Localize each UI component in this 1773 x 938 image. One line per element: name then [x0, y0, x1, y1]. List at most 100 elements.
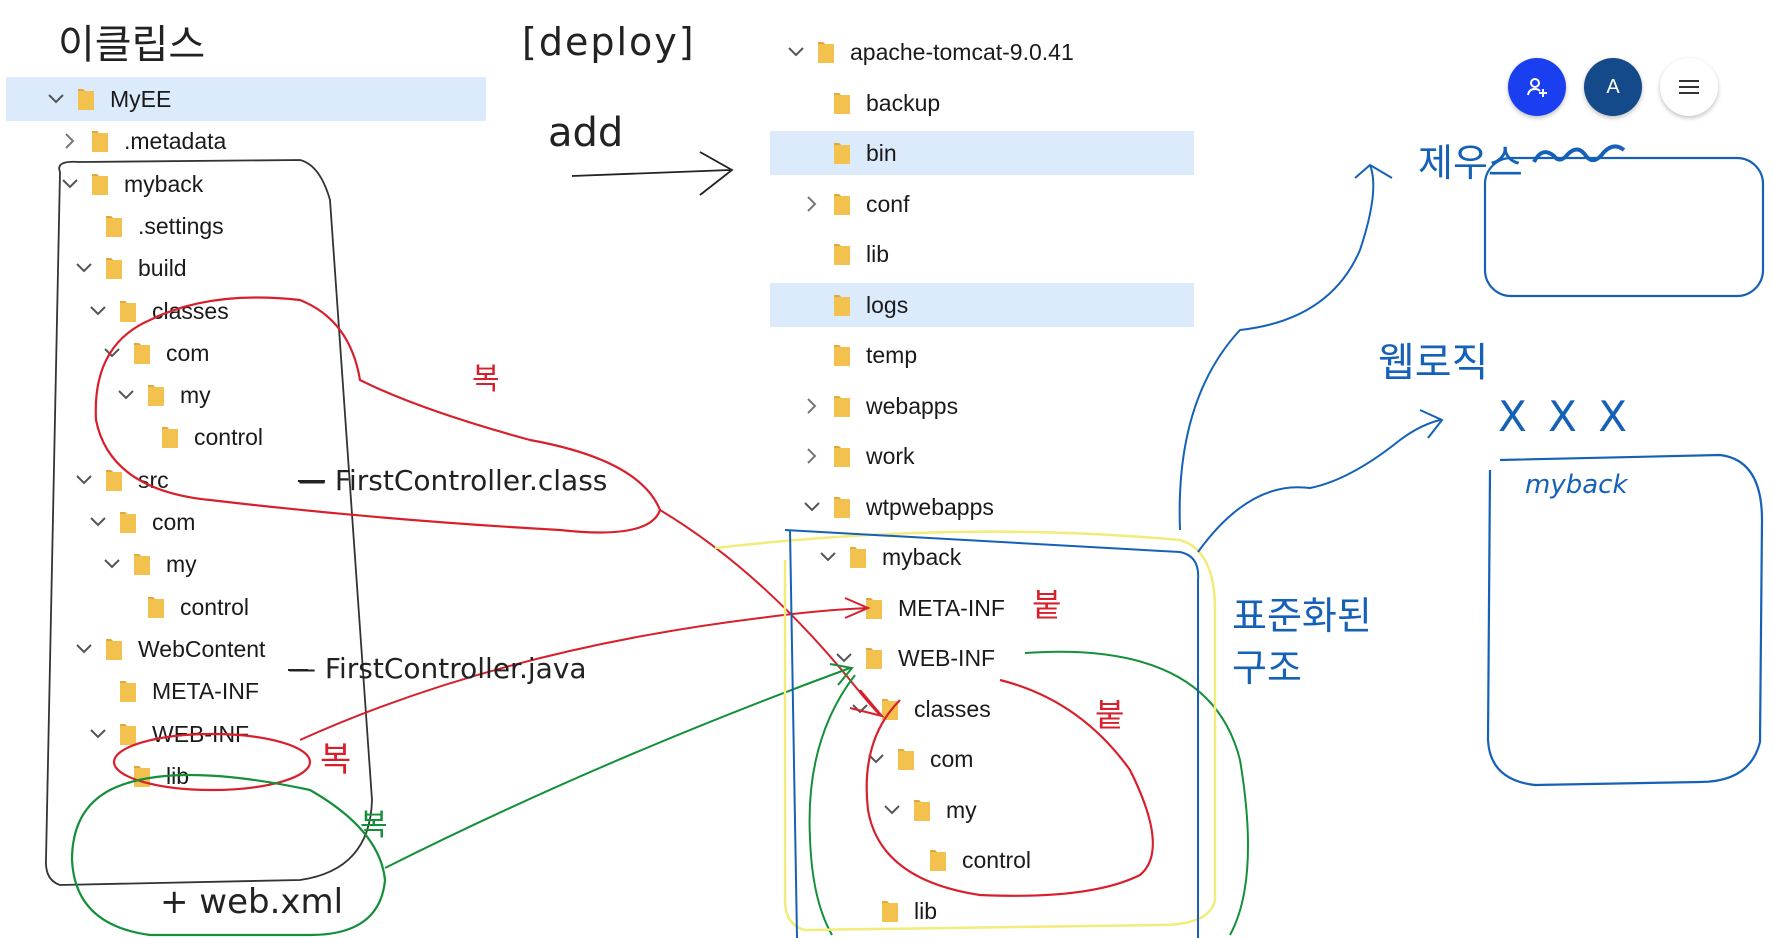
left-tree-label: WebContent: [138, 635, 266, 662]
right-tree-label: temp: [866, 342, 918, 368]
right-tree-row[interactable]: bin: [770, 131, 1194, 175]
right-tree-label: lib: [866, 241, 890, 267]
right-tree-label: webapps: [866, 392, 959, 419]
chevron-down-icon[interactable]: [850, 699, 870, 719]
note-first-controller-java: — FirstController.java: [288, 652, 587, 685]
folder-icon: [832, 342, 852, 368]
right-tree-row[interactable]: META-INF: [770, 586, 1194, 630]
folder-icon: [90, 128, 110, 154]
right-tree-row[interactable]: temp: [770, 333, 1194, 377]
add-user-button[interactable]: [1508, 58, 1566, 116]
left-tree-row[interactable]: .metadata: [6, 119, 486, 163]
left-tree-row[interactable]: my: [6, 373, 486, 417]
jeus-scribble: [1532, 144, 1626, 163]
note-copy-2: 복: [320, 740, 352, 780]
left-tree-label: lib: [166, 762, 190, 789]
right-tree-row[interactable]: lib: [770, 889, 1194, 933]
chevron-right-icon[interactable]: [802, 194, 822, 214]
avatar-button[interactable]: A: [1584, 58, 1642, 116]
right-tree-label: work: [866, 443, 915, 469]
note-add: add: [548, 110, 624, 156]
folder-icon: [118, 509, 138, 535]
folder-icon: [832, 191, 852, 217]
folder-icon: [146, 382, 166, 408]
chevron-down-icon[interactable]: [116, 385, 136, 405]
note-paste-2: 붙: [1095, 696, 1125, 734]
note-standardized-line-2: 구조: [1232, 646, 1302, 690]
left-tree-label: myback: [124, 170, 204, 197]
weblogic-server-box: [1486, 453, 1764, 787]
right-tree-row[interactable]: lib: [770, 232, 1194, 276]
chevron-down-icon[interactable]: [88, 724, 108, 744]
chevron-down-icon[interactable]: [818, 547, 838, 567]
chevron-down-icon[interactable]: [74, 258, 94, 278]
chevron-down-icon[interactable]: [88, 301, 108, 321]
right-tree-row[interactable]: WEB-INF: [770, 636, 1194, 680]
chevron-down-icon[interactable]: [802, 497, 822, 517]
left-tree-label: src: [138, 466, 169, 493]
chevron-down-icon[interactable]: [786, 42, 806, 62]
folder-icon: [118, 721, 138, 747]
chevron-down-icon[interactable]: [74, 639, 94, 659]
left-tree-row[interactable]: control: [6, 585, 486, 629]
chevron-right-icon[interactable]: [60, 131, 80, 151]
left-tree-label: build: [138, 255, 187, 282]
right-tree-row[interactable]: control: [770, 838, 1194, 882]
folder-icon: [832, 292, 852, 318]
right-tree-row[interactable]: backup: [770, 81, 1194, 125]
left-tree-row[interactable]: lib: [6, 754, 486, 798]
left-tree-row[interactable]: com: [6, 500, 486, 544]
chevron-down-icon[interactable]: [74, 470, 94, 490]
right-tree-row[interactable]: com: [770, 737, 1194, 781]
left-tree-row[interactable]: classes: [6, 289, 486, 333]
folder-icon: [104, 213, 124, 239]
folder-icon: [104, 636, 124, 662]
folder-icon: [832, 241, 852, 267]
note-standardized: 표준화된 구조: [1232, 590, 1372, 694]
left-tree-row[interactable]: MyEE: [6, 77, 486, 121]
left-tree-label: control: [180, 593, 250, 620]
chevron-right-icon[interactable]: [802, 446, 822, 466]
right-tree-row[interactable]: myback: [770, 535, 1194, 579]
right-tree-row[interactable]: work: [770, 434, 1194, 478]
chevron-down-icon[interactable]: [88, 512, 108, 532]
right-tree-label: my: [946, 796, 977, 823]
blue-arrow-to-weblogic: [1197, 409, 1444, 553]
left-tree-row[interactable]: myback: [6, 162, 486, 206]
right-tree-row[interactable]: wtpwebapps: [770, 485, 1194, 529]
chevron-right-icon[interactable]: [802, 396, 822, 416]
right-tree-row[interactable]: webapps: [770, 384, 1194, 428]
hamburger-menu-icon: [1679, 80, 1699, 94]
chevron-down-icon[interactable]: [866, 749, 886, 769]
right-tree-row[interactable]: conf: [770, 182, 1194, 226]
folder-icon: [912, 797, 932, 823]
folder-icon: [896, 746, 916, 772]
menu-button[interactable]: [1660, 58, 1718, 116]
folder-icon: [880, 696, 900, 722]
chevron-down-icon[interactable]: [60, 174, 80, 194]
left-tree-row[interactable]: WEB-INF: [6, 712, 486, 756]
right-tree-label: classes: [914, 695, 991, 722]
left-tree-row[interactable]: com: [6, 331, 486, 375]
right-tree-row[interactable]: logs: [770, 282, 1194, 327]
note-deploy: [deploy]: [522, 20, 696, 64]
left-tree-row[interactable]: .settings: [6, 204, 486, 248]
chevron-down-icon[interactable]: [834, 648, 854, 668]
right-tree-label: logs: [866, 291, 909, 318]
right-tree-row[interactable]: my: [770, 788, 1194, 832]
chevron-down-icon[interactable]: [102, 343, 122, 363]
left-tree-row[interactable]: build: [6, 246, 486, 290]
right-tree-row[interactable]: classes: [770, 687, 1194, 731]
right-tree-label: com: [930, 746, 974, 772]
left-tree-row[interactable]: control: [6, 415, 486, 459]
right-tree-row[interactable]: apache-tomcat-9.0.41: [770, 30, 1194, 74]
chevron-down-icon[interactable]: [882, 800, 902, 820]
left-tree-label: classes: [152, 297, 229, 324]
chevron-down-icon[interactable]: [102, 554, 122, 574]
chevron-down-icon[interactable]: [46, 89, 66, 109]
left-tree-row[interactable]: my: [6, 542, 486, 586]
right-tree-label: apache-tomcat-9.0.41: [850, 39, 1074, 65]
left-tree-label: .metadata: [124, 128, 227, 155]
left-tree-label: WEB-INF: [152, 720, 250, 747]
left-tree-label: com: [166, 339, 210, 366]
